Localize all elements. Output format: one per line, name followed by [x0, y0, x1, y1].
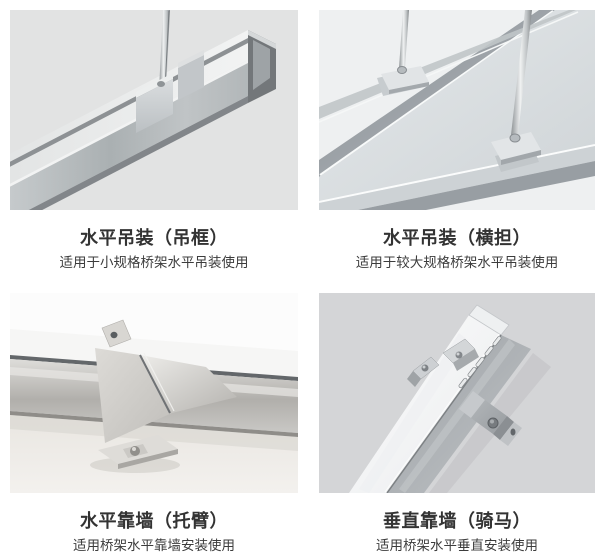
method-title: 垂直靠墙（骑马）	[383, 511, 531, 531]
riding-clamp-small-upper	[442, 338, 479, 371]
tray-hung-by-single-rod-hanging-frame-photo	[10, 10, 298, 210]
tray-hung-by-two-rods-cross-arm-photo	[319, 10, 595, 210]
threaded-rod	[159, 10, 170, 90]
method-subtitle: 适用桥架水平垂直安装使用	[376, 537, 538, 553]
caption-wall-bracket: 水平靠墙（托臂） 适用桥架水平靠墙安装使用	[10, 493, 298, 554]
hanging-frame-clamp-near-plate	[136, 73, 173, 133]
method-subtitle: 适用桥架水平靠墙安装使用	[73, 537, 235, 553]
bracket-shadow	[90, 457, 180, 473]
method-title: 水平吊装（横担）	[383, 228, 531, 248]
riding-clamp-large-z	[459, 391, 522, 446]
fold-crease	[139, 354, 171, 414]
vertical-tray-with-riding-clamps-photo	[319, 293, 595, 493]
card-wall-bracket: 水平靠墙（托臂） 适用桥架水平靠墙安装使用	[10, 293, 298, 558]
rod-nut	[509, 133, 521, 143]
mounting-hole	[110, 331, 118, 339]
slotted-holes	[458, 335, 502, 389]
beam-shadow	[10, 415, 298, 451]
threaded-rod-right	[509, 10, 532, 143]
wall-bracket-arm	[95, 319, 237, 469]
photo-wall-bracket	[10, 293, 298, 493]
photo-cross-arm	[319, 10, 595, 210]
photo-hanging-frame	[10, 10, 298, 210]
threaded-rod-left	[397, 10, 409, 74]
gusset-right-wing	[140, 355, 237, 413]
tray-on-triangular-wall-bracket-photo	[10, 293, 298, 493]
clamp-hole	[510, 428, 516, 436]
card-cross-arm: 水平吊装（横担） 适用于较大规格桥架水平吊装使用	[319, 10, 595, 293]
caption-hanging-frame: 水平吊装（吊框） 适用于小规格桥架水平吊装使用	[10, 210, 298, 271]
tray-end-cut	[468, 304, 510, 336]
cross-arm-near-end	[491, 132, 541, 172]
caption-cross-arm: 水平吊装（横担） 适用于较大规格桥架水平吊装使用	[319, 210, 595, 271]
photo-riding-clamp	[319, 293, 595, 493]
clamp-nut	[157, 81, 165, 87]
method-title: 水平靠墙（托臂）	[80, 511, 228, 531]
rod-nut	[397, 66, 407, 74]
hanging-frame-clamp-far-plate	[178, 50, 204, 100]
method-subtitle: 适用于较大规格桥架水平吊装使用	[355, 254, 559, 270]
card-hanging-frame: 水平吊装（吊框） 适用于小规格桥架水平吊装使用	[10, 10, 298, 293]
caption-riding-clamp: 垂直靠墙（骑马） 适用桥架水平垂直安装使用	[319, 493, 595, 554]
method-subtitle: 适用于小规格桥架水平吊装使用	[59, 254, 249, 270]
card-riding-clamp: 垂直靠墙（骑马） 适用桥架水平垂直安装使用	[319, 293, 595, 558]
cross-arm-far-end	[377, 66, 429, 96]
method-title: 水平吊装（吊框）	[80, 228, 228, 248]
riding-clamp-small-lower	[407, 356, 440, 387]
gusset-left-face	[95, 348, 172, 443]
